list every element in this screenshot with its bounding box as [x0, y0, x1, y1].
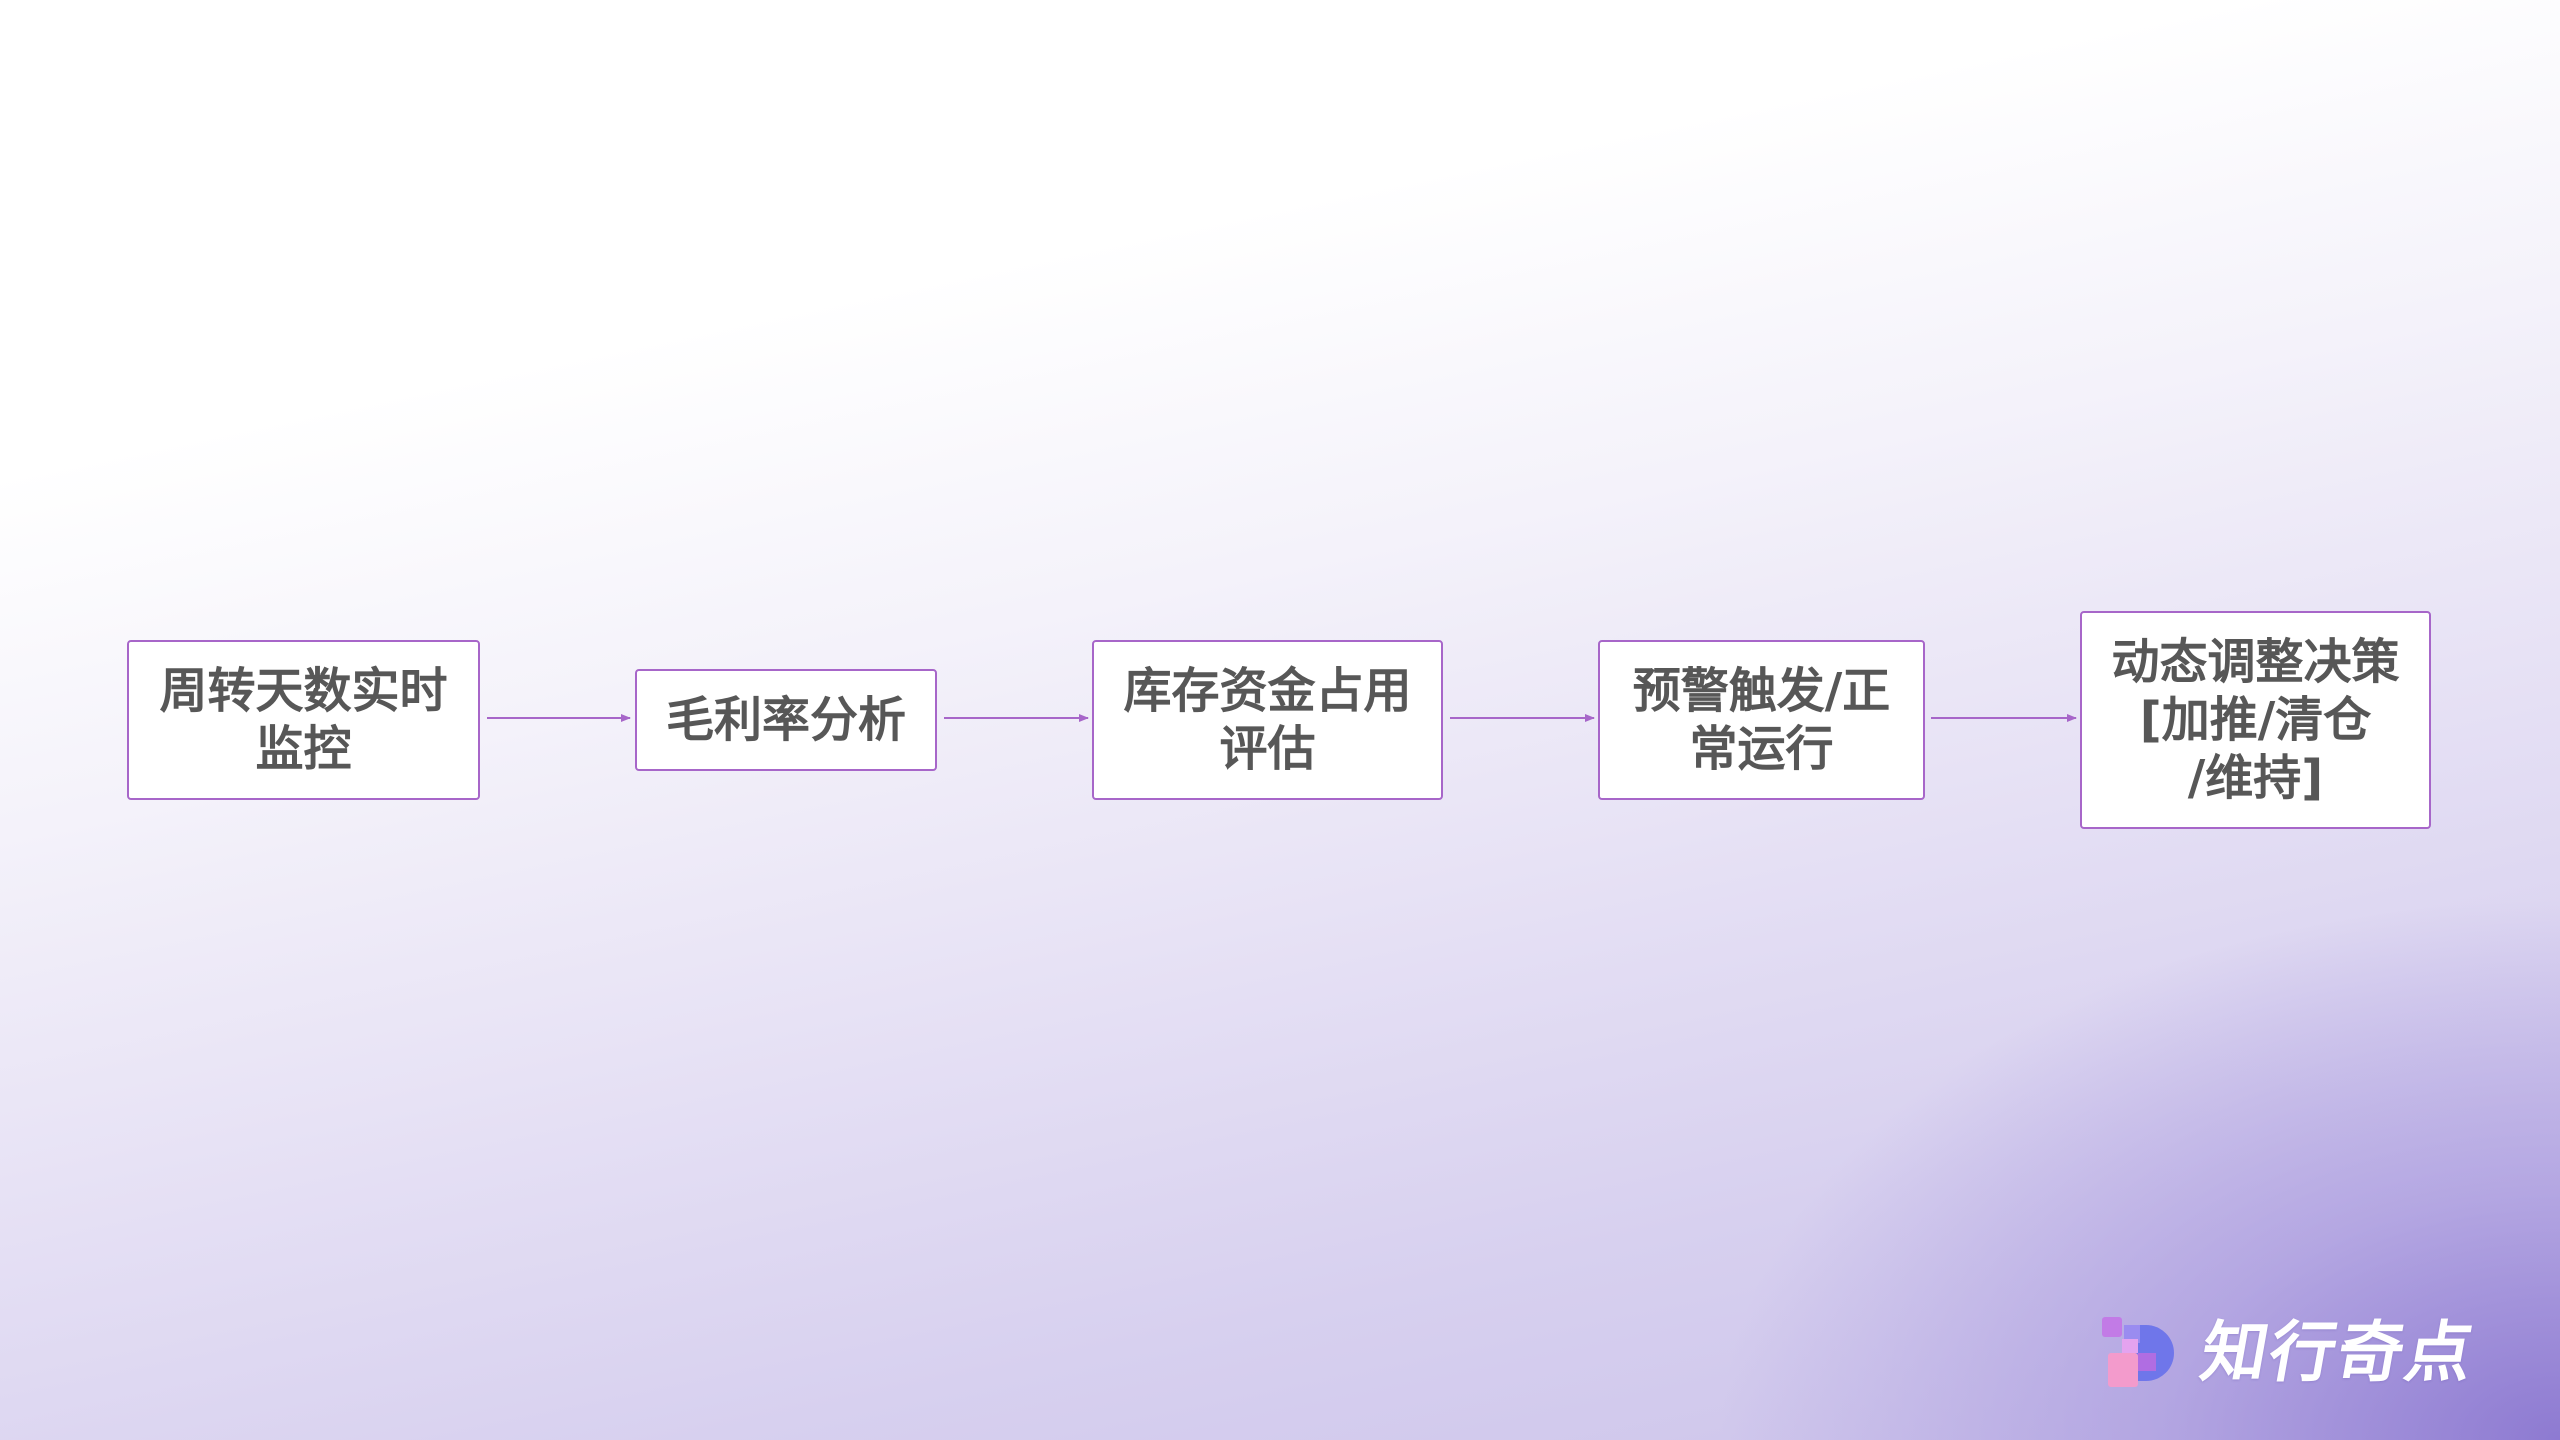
step-label-line: /维持]: [2187, 750, 2324, 806]
flow-step-turnover-monitoring: 周转天数实时 监控: [127, 640, 480, 800]
flow-step-alert-or-normal: 预警触发/正 常运行: [1598, 640, 1925, 800]
step-label-line: 周转天数实时: [159, 663, 448, 719]
step-label-line: 动态调整决策: [2111, 634, 2400, 690]
step-label-line: 库存资金占用: [1123, 663, 1412, 719]
flow-step-inventory-capital-evaluation: 库存资金占用 评估: [1092, 640, 1443, 800]
step-label-line: [加推/清仓: [2139, 692, 2372, 748]
flow-step-margin-analysis: 毛利率分析: [635, 669, 937, 771]
step-label-line: 预警触发/正: [1632, 663, 1891, 719]
step-label-line: 毛利率分析: [665, 692, 906, 748]
brand-logo: 知行奇点: [2100, 1312, 2481, 1394]
step-label-line: 监控: [255, 721, 352, 777]
flow-step-dynamic-adjustment-decision: 动态调整决策 [加推/清仓 /维持]: [2080, 611, 2431, 829]
step-label-line: 常运行: [1689, 721, 1834, 777]
brand-logo-icon: [2102, 1317, 2174, 1387]
brand-name: 知行奇点: [2195, 1314, 2481, 1391]
step-label-line: 评估: [1219, 721, 1316, 777]
